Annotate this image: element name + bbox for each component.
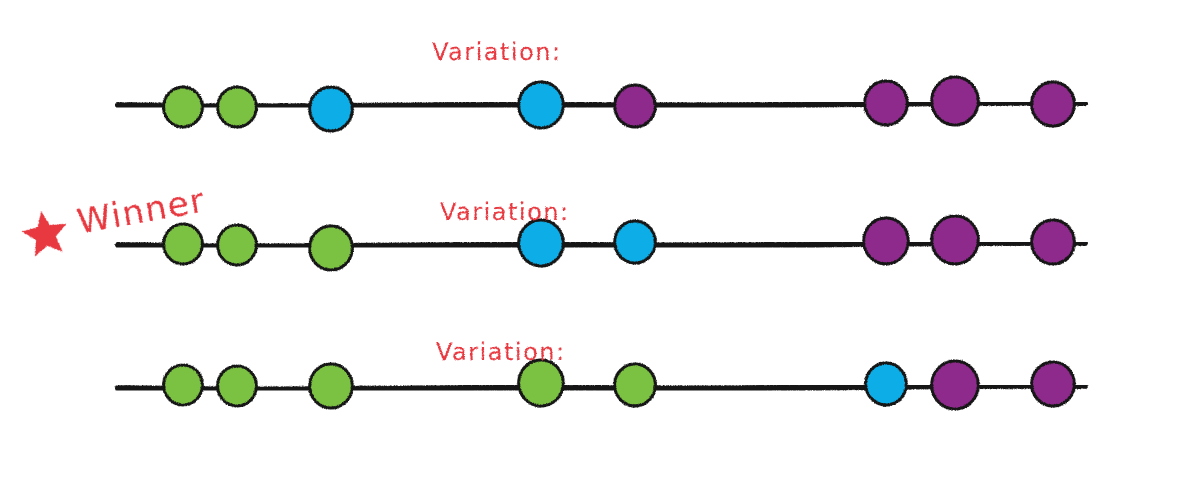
bead-green — [162, 363, 204, 407]
bead-blue — [517, 80, 565, 130]
bead-purple — [863, 79, 909, 127]
bead-green — [216, 364, 258, 408]
star-icon — [21, 210, 67, 257]
strand-line — [115, 382, 1088, 393]
bead-green — [308, 224, 354, 272]
bead-purple — [1030, 360, 1076, 408]
bead-purple — [1030, 80, 1076, 128]
variation-label: Variation: — [432, 38, 562, 66]
variation-label: Variation: — [436, 338, 566, 366]
bead-green — [216, 223, 258, 267]
bead-purple — [613, 83, 657, 129]
bead-green — [613, 362, 657, 408]
strand-line — [115, 239, 1088, 250]
bead-strand: Variation: — [115, 338, 1088, 411]
bead-blue — [864, 361, 908, 407]
bead-purple — [930, 75, 980, 127]
bead-purple — [930, 214, 980, 266]
bead-strand: Variation: — [115, 38, 1088, 133]
bead-purple — [1030, 218, 1076, 266]
bead-green — [517, 358, 565, 408]
bead-green — [162, 85, 204, 129]
bead-green — [216, 85, 258, 129]
strand-line — [115, 99, 1088, 110]
bead-strand: Variation: — [115, 196, 1088, 272]
bead-purple — [930, 359, 980, 411]
bead-green — [162, 222, 204, 266]
bead-purple — [862, 216, 910, 266]
bead-blue — [517, 218, 565, 268]
bead-blue — [613, 219, 657, 265]
variation-label: Variation: — [440, 198, 570, 226]
bead-green — [308, 362, 354, 410]
bead-blue — [308, 85, 354, 133]
